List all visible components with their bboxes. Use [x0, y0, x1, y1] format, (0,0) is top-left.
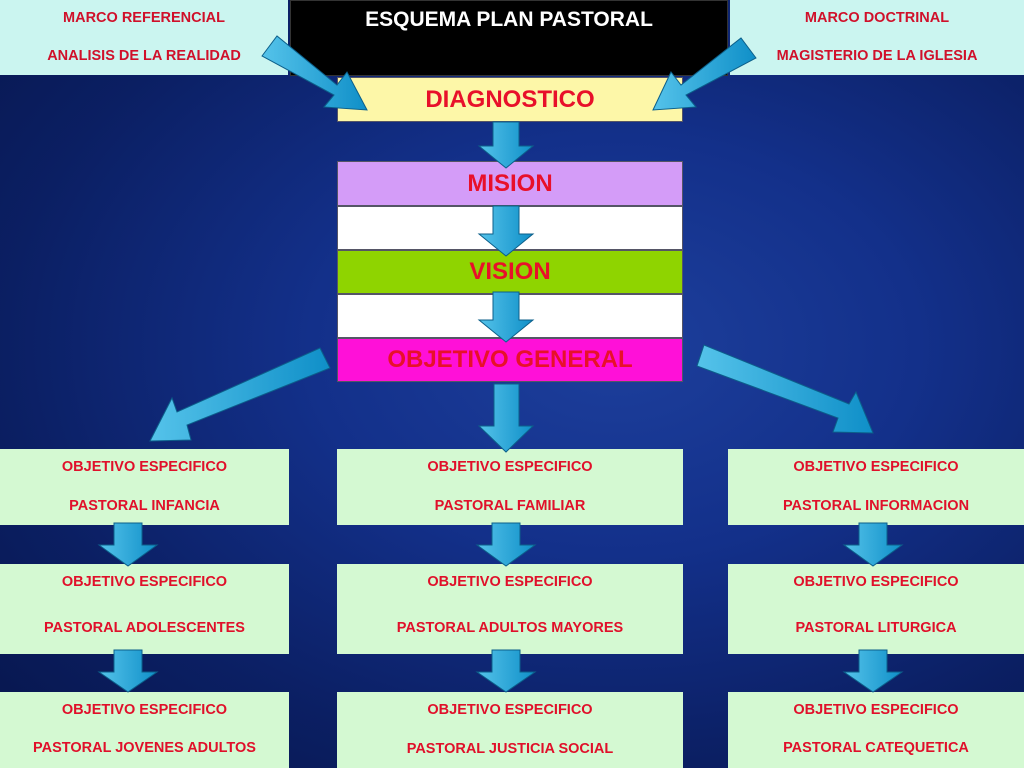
especifico-adultos-mayores-title: OBJETIVO ESPECIFICO	[427, 574, 593, 590]
especifico-jovenes-adultos-label: PASTORAL JOVENES ADULTOS	[33, 740, 256, 756]
especifico-informacion-title: OBJETIVO ESPECIFICO	[793, 459, 959, 475]
marco-doctrinal-subtitle: MAGISTERIO DE LA IGLESIA	[776, 48, 978, 64]
especifico-adolescentes-label: PASTORAL ADOLESCENTES	[44, 620, 245, 636]
especifico-justicia-social-box: OBJETIVO ESPECIFICO PASTORAL JUSTICIA SO…	[337, 692, 683, 768]
arrow-liturgica-to-catequetica	[842, 649, 904, 693]
arrow-infancia-to-adolescentes	[97, 522, 159, 567]
marco-referencial-box: MARCO REFERENCIAL ANALISIS DE LA REALIDA…	[0, 0, 288, 75]
vision-box: VISION	[337, 250, 683, 294]
marco-referencial-subtitle: ANALISIS DE LA REALIDAD	[47, 48, 241, 64]
especifico-justicia-social-title: OBJETIVO ESPECIFICO	[427, 702, 593, 718]
arrow-adultos-mayores-to-justicia	[475, 649, 537, 693]
especifico-adultos-mayores-box: OBJETIVO ESPECIFICO PASTORAL ADULTOS MAY…	[337, 564, 683, 654]
especifico-justicia-social-label: PASTORAL JUSTICIA SOCIAL	[406, 741, 614, 757]
arrow-objetivo-to-infancia	[149, 347, 331, 442]
especifico-informacion-label: PASTORAL INFORMACION	[782, 498, 970, 514]
marco-doctrinal-box: MARCO DOCTRINAL MAGISTERIO DE LA IGLESIA	[730, 0, 1024, 75]
especifico-catequetica-box: OBJETIVO ESPECIFICO PASTORAL CATEQUETICA	[728, 692, 1024, 768]
especifico-familiar-title: OBJETIVO ESPECIFICO	[427, 459, 593, 475]
especifico-infancia-box: OBJETIVO ESPECIFICO PASTORAL INFANCIA	[0, 449, 289, 525]
arrow-informacion-to-liturgica	[842, 522, 904, 567]
especifico-informacion-box: OBJETIVO ESPECIFICO PASTORAL INFORMACION	[728, 449, 1024, 525]
especifico-liturgica-title: OBJETIVO ESPECIFICO	[793, 574, 959, 590]
spacer-box-2	[337, 294, 683, 338]
arrow-objetivo-to-familiar	[477, 383, 535, 453]
especifico-liturgica-box: OBJETIVO ESPECIFICO PASTORAL LITURGICA	[728, 564, 1024, 654]
especifico-familiar-box: OBJETIVO ESPECIFICO PASTORAL FAMILIAR	[337, 449, 683, 525]
mision-box: MISION	[337, 161, 683, 206]
especifico-catequetica-label: PASTORAL CATEQUETICA	[783, 740, 969, 756]
arrow-objetivo-to-informacion	[696, 344, 874, 434]
especifico-infancia-label: PASTORAL INFANCIA	[69, 498, 220, 514]
arrow-adolescentes-to-jovenes	[97, 649, 159, 693]
page-title: ESQUEMA PLAN PASTORAL	[365, 8, 653, 31]
title-box: ESQUEMA PLAN PASTORAL	[290, 0, 728, 76]
objetivo-general-box: OBJETIVO GENERAL	[337, 338, 683, 382]
especifico-adolescentes-box: OBJETIVO ESPECIFICO PASTORAL ADOLESCENTE…	[0, 564, 289, 654]
spacer-box-1	[337, 206, 683, 250]
diagnostico-box: DIAGNOSTICO	[337, 77, 683, 122]
especifico-jovenes-adultos-box: OBJETIVO ESPECIFICO PASTORAL JOVENES ADU…	[0, 692, 289, 768]
especifico-liturgica-label: PASTORAL LITURGICA	[795, 620, 957, 636]
especifico-adultos-mayores-label: PASTORAL ADULTOS MAYORES	[396, 620, 624, 636]
especifico-infancia-title: OBJETIVO ESPECIFICO	[61, 459, 228, 475]
especifico-jovenes-adultos-title: OBJETIVO ESPECIFICO	[61, 702, 228, 718]
especifico-familiar-label: PASTORAL FAMILIAR	[434, 498, 586, 514]
marco-doctrinal-title: MARCO DOCTRINAL	[804, 10, 950, 26]
marco-referencial-title: MARCO REFERENCIAL	[63, 10, 225, 26]
especifico-adolescentes-title: OBJETIVO ESPECIFICO	[61, 574, 228, 590]
especifico-catequetica-title: OBJETIVO ESPECIFICO	[793, 702, 959, 718]
arrow-familiar-to-adultos-mayores	[475, 522, 537, 567]
